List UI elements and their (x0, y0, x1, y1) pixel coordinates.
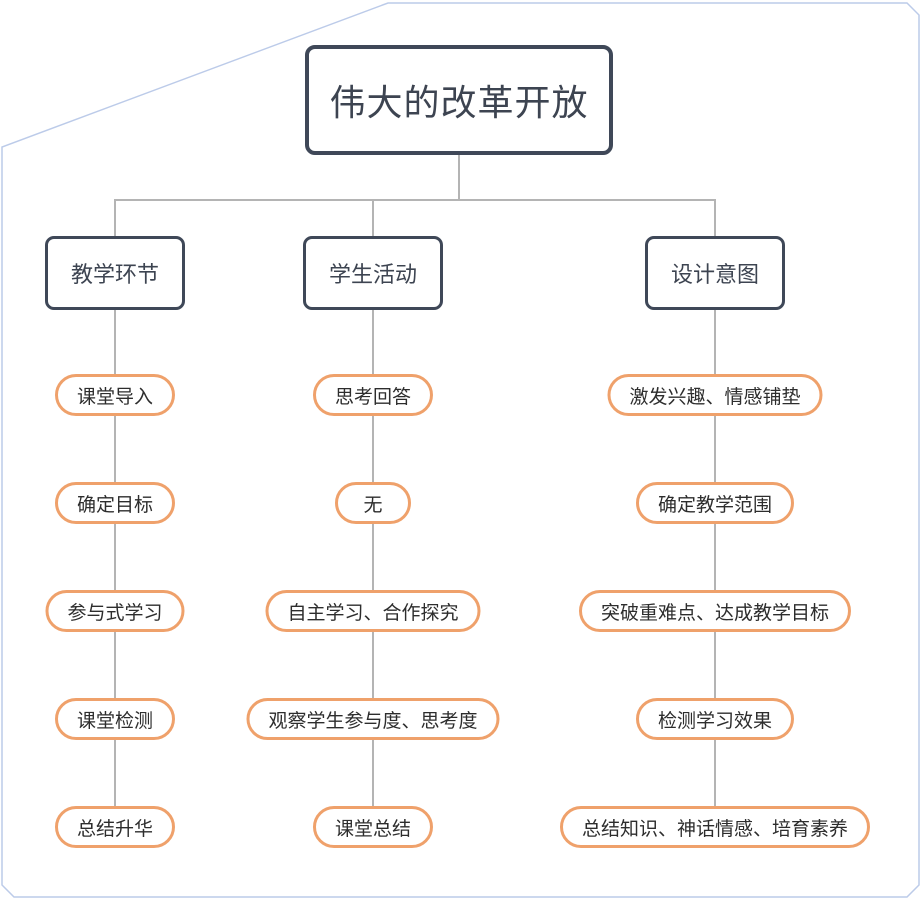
root-node: 伟大的改革开放 (305, 45, 613, 155)
leaf-node: 参与式学习 (45, 590, 185, 632)
leaf-node: 课堂导入 (54, 374, 176, 416)
leaf-node: 总结知识、神话情感、培育素养 (559, 806, 871, 848)
branch-node-student-activities: 学生活动 (303, 236, 443, 310)
leaf-node: 激发兴趣、情感铺垫 (607, 374, 823, 416)
connector-drop-col1 (114, 199, 116, 237)
leaf-node: 观察学生参与度、思考度 (246, 698, 500, 740)
leaf-node: 无 (335, 482, 411, 524)
branch-label: 学生活动 (328, 262, 417, 287)
branch-node-teaching-steps: 教学环节 (45, 236, 185, 310)
connector-branch-bus (114, 199, 716, 201)
leaf-node: 检测学习效果 (635, 698, 795, 740)
spine-col3 (714, 309, 716, 827)
spine-col2 (372, 309, 374, 827)
spine-col1 (114, 309, 116, 827)
leaf-node: 突破重难点、达成教学目标 (578, 590, 852, 632)
branch-node-design-intent: 设计意图 (645, 236, 785, 310)
leaf-node: 思考回答 (312, 374, 434, 416)
branch-label: 教学环节 (70, 262, 159, 287)
connector-drop-col2 (372, 199, 374, 237)
leaf-node: 总结升华 (54, 806, 176, 848)
branch-label: 设计意图 (670, 262, 759, 287)
leaf-node: 自主学习、合作探究 (265, 590, 481, 632)
connector-drop-col3 (714, 199, 716, 237)
leaf-node: 确定教学范围 (635, 482, 795, 524)
leaf-node: 课堂检测 (54, 698, 176, 740)
leaf-node: 课堂总结 (312, 806, 434, 848)
leaf-node: 确定目标 (54, 482, 176, 524)
root-node-label: 伟大的改革开放 (329, 82, 589, 123)
connector-root-stem (458, 155, 460, 200)
